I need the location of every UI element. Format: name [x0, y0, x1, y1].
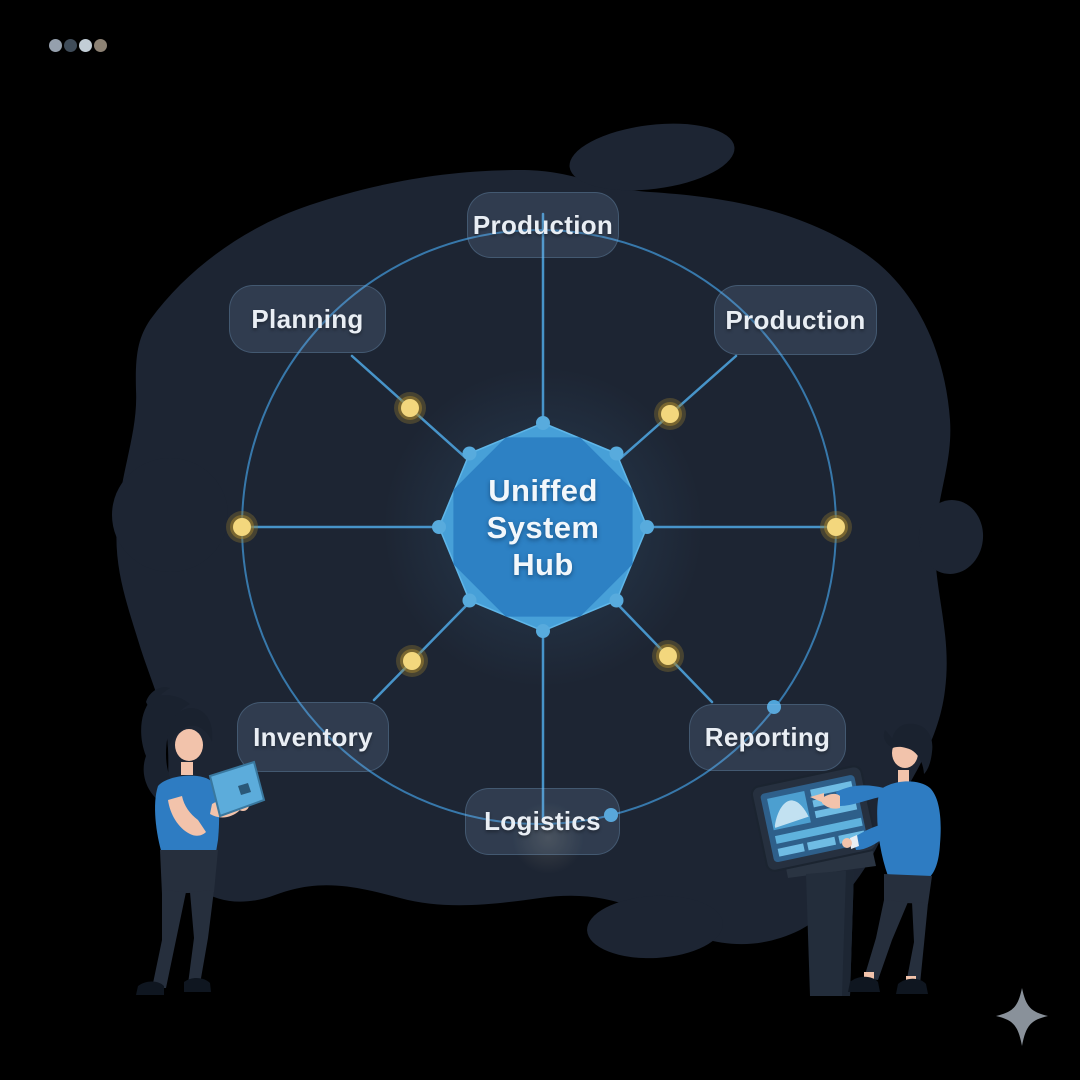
node-label-top-production: Production — [467, 192, 619, 258]
node-label-right-production: Production — [714, 285, 877, 355]
hub-vertex-dots — [432, 416, 654, 638]
node-label-inventory: Inventory — [237, 702, 389, 772]
hub-title: Uniffed System Hub — [443, 472, 643, 583]
left-blob — [112, 458, 228, 572]
node-label-planning: Planning — [229, 285, 386, 353]
hub-title-line-2: System — [486, 510, 600, 545]
corner-dots — [49, 39, 107, 52]
yellow-node — [652, 640, 684, 672]
yellow-node — [396, 645, 428, 677]
top-blob — [569, 123, 735, 191]
corner-dot-1 — [49, 39, 62, 52]
corner-dot-4 — [94, 39, 107, 52]
hub-title-line-3: Hub — [512, 547, 574, 582]
yellow-node — [820, 511, 852, 543]
bottom-blob — [587, 895, 723, 959]
yellow-node — [226, 511, 258, 543]
corner-dot-2 — [64, 39, 77, 52]
hub-title-line-1: Uniffed — [488, 473, 598, 508]
yellow-nodes — [226, 392, 852, 677]
right-blob — [918, 500, 984, 574]
hub-shape — [432, 416, 654, 638]
yellow-node — [394, 392, 426, 424]
logistics-glow — [512, 802, 584, 874]
node-label-reporting: Reporting — [689, 704, 846, 771]
yellow-node — [654, 398, 686, 430]
node-label-logistics: Logistics — [465, 788, 620, 855]
hub-octagon-inner — [453, 437, 633, 617]
circle-node — [767, 700, 781, 714]
corner-dot-3 — [79, 39, 92, 52]
